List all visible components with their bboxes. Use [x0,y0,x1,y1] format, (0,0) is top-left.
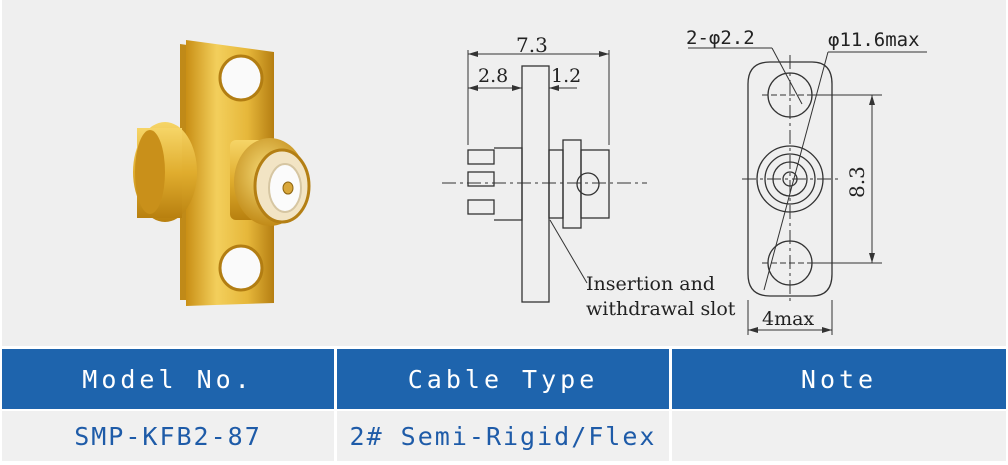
connector-render [133,40,311,306]
header-note: Note [672,349,1006,409]
header-cable-type: Cable Type [337,349,669,409]
dim-front: 2.8 [478,65,508,87]
slot-label-line1: Insertion and [586,273,715,295]
dim-width: 4max [762,308,814,330]
dim-total-length: 7.3 [516,33,548,57]
header-model-no: Model No. [2,349,334,409]
cell-model-no: SMP-KFB2-87 [2,411,334,461]
dim-flange-max: φ11.6max [828,29,920,51]
product-drawing-svg: 7.3 2.8 1.2 Insertion and withdrawal slo… [133,27,927,335]
side-view-arrows [468,51,609,91]
front-view-arrows [748,95,875,333]
dim-hole-spacing: 8.3 [845,166,869,198]
slot-label-line2: withdrawal slot [586,298,736,320]
front-view-drawing [688,47,927,335]
cell-note [672,411,1006,461]
product-figure: 7.3 2.8 1.2 Insertion and withdrawal slo… [2,0,1006,346]
spec-table: Model No. Cable Type Note SMP-KFB2-87 2#… [2,349,1006,463]
cell-cable-type: 2# Semi-Rigid/Flex [337,411,669,461]
dim-holes: 2-φ2.2 [686,27,755,49]
dim-flange: 1.2 [551,65,581,87]
